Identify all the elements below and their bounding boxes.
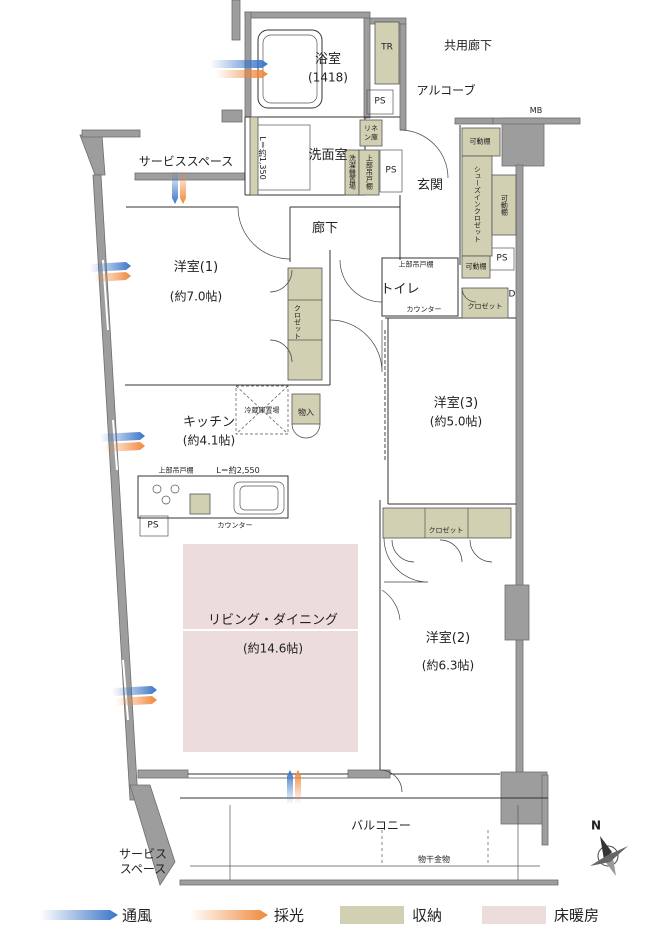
- ps-label-kitchen: PS: [147, 520, 159, 531]
- entrance-label: 玄関: [416, 177, 444, 193]
- western3-label: 洋室(3): [433, 395, 479, 411]
- western3-size: (約5.0帖): [429, 414, 483, 429]
- toilet-upper-label: 上部吊戸棚: [398, 260, 434, 269]
- tr-label: TR: [381, 42, 393, 53]
- airflow-arrows: [90, 60, 301, 804]
- storage-western1-closet: [287, 267, 323, 381]
- bath-label: 浴室: [314, 51, 342, 67]
- western1-label: 洋室(1): [173, 259, 219, 275]
- legend-ventilation-swatch: [40, 910, 118, 920]
- kitchen-size: (約4.1帖): [182, 433, 236, 448]
- washroom-length-label: L＝約1,350: [258, 136, 267, 180]
- western2-closet-label: クロゼット: [428, 526, 464, 535]
- movable-shelf-right-label: 可動棚: [500, 194, 509, 216]
- service-space-top-label: サービススペース: [138, 154, 234, 169]
- western2-size: (約6.3帖): [421, 658, 475, 673]
- alcove-label: アルコーブ: [416, 83, 476, 98]
- kitchen-label: キッチン: [182, 414, 236, 430]
- storage-in-label: 物入: [298, 408, 314, 417]
- washroom-label: 洗面室: [308, 147, 348, 163]
- legend-daylight-swatch: [190, 910, 268, 920]
- mb-label: MB: [529, 106, 543, 115]
- storage-western2-closet: [382, 507, 512, 539]
- storage-kitchen: [291, 393, 321, 425]
- legend-daylight-label: 採光: [274, 906, 305, 925]
- kitchen-upper-label: 上部吊戸棚: [158, 466, 194, 475]
- washer-label: 洗濯機置場: [348, 154, 357, 190]
- washroom-upper-label: 上部吊戸棚: [365, 154, 374, 190]
- hallway-label: 廊下: [311, 220, 339, 236]
- western1-size: (約7.0帖): [169, 289, 223, 304]
- legend-floor-heating-swatch: [482, 906, 546, 924]
- toilet-label: トイレ: [380, 281, 420, 297]
- compass: [590, 836, 628, 876]
- storage-movable-shelf-right: [491, 174, 517, 236]
- storage-linen: [359, 119, 383, 147]
- legend-floor-heating-label: 床暖房: [554, 906, 600, 925]
- western1-closet-label: クロゼット: [293, 304, 302, 340]
- fridge-label: 冷蔵庫置場: [244, 406, 280, 415]
- storage-toilet-closet: [461, 287, 509, 319]
- movable-shelf-bottom-label: 可動棚: [465, 262, 487, 271]
- shoes-closet-label: シューズインクロゼット: [473, 165, 482, 243]
- western2-label: 洋室(2): [425, 630, 471, 646]
- kitchen-length-label: L＝約2,550: [216, 466, 260, 475]
- bath-size: (1418): [308, 70, 348, 85]
- living-label: リビング・ダイニング: [207, 612, 339, 628]
- d-label: D: [508, 289, 516, 300]
- legend-storage-label: 収納: [412, 906, 443, 925]
- toilet-counter-label: カウンター: [406, 305, 442, 314]
- service-space-bottom-label: サービス スペース: [118, 847, 168, 876]
- storage-upper-cabinet: [358, 149, 380, 196]
- movable-shelf-top-label: 可動棚: [469, 137, 491, 146]
- ps-label-bath: PS: [374, 96, 386, 107]
- kitchen-counter-label: カウンター: [217, 521, 253, 530]
- common-corridor-label: 共用廊下: [443, 38, 493, 53]
- linen-label: リネン庫: [364, 124, 378, 141]
- toilet-closet-label: クロゼット: [467, 302, 503, 311]
- legend-ventilation-label: 通風: [122, 906, 153, 925]
- laundry-pole-label: 物干金物: [418, 855, 450, 864]
- floor-heating-area: [183, 544, 358, 752]
- north-label: N: [590, 818, 602, 833]
- storage-tr: [374, 21, 400, 85]
- ps-label-wash: PS: [385, 165, 397, 176]
- balcony-label: バルコニー: [351, 818, 411, 833]
- ps-label-entrance: PS: [496, 253, 508, 264]
- legend-storage-swatch: [340, 906, 404, 924]
- storage-movable-shelf-bottom: [461, 255, 491, 279]
- storage-washroom-shelf: [249, 116, 259, 196]
- living-size: (約14.6帖): [242, 641, 304, 656]
